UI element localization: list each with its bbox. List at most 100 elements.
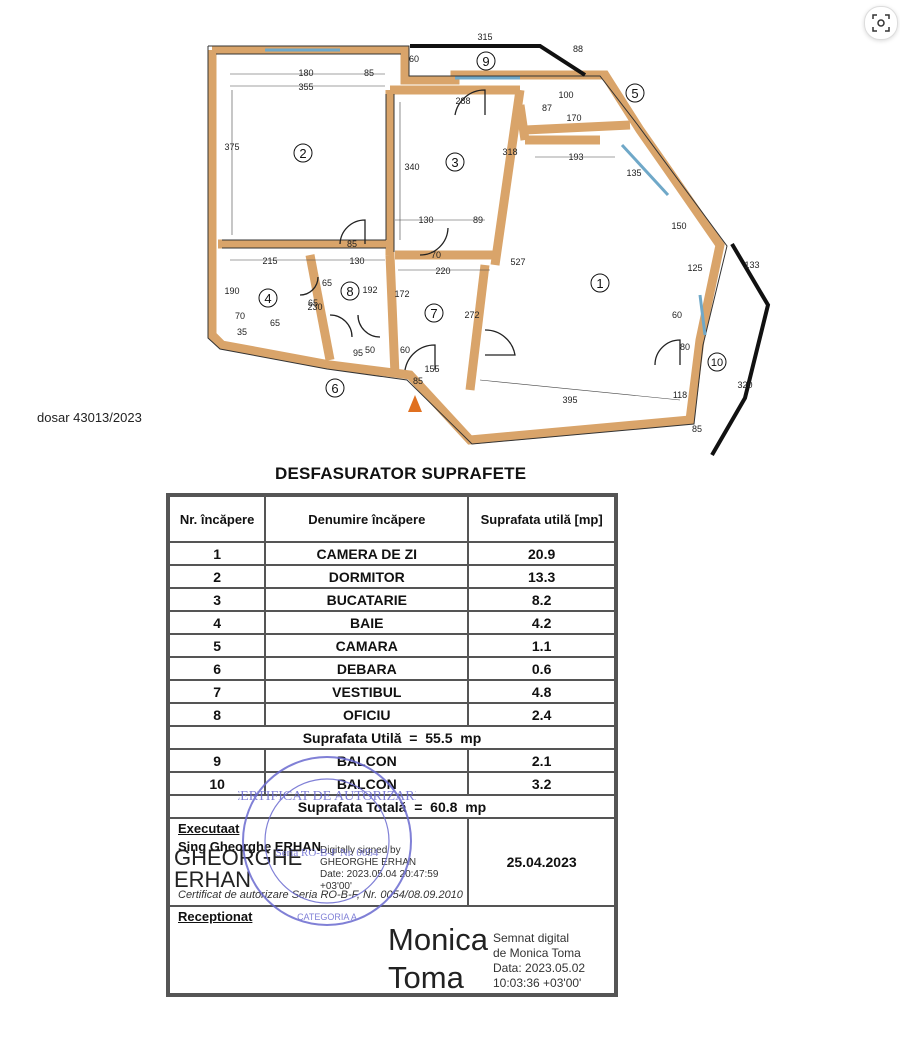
- plan-room-labels: 1 2 3 4 5 6 7 8 9 10: [258, 51, 727, 398]
- dimension-label: 85: [413, 376, 423, 386]
- plan-dimension-lines: [230, 73, 681, 401]
- dimension-label: 133: [744, 260, 759, 270]
- digital-signature-2-line: Semnat digital: [493, 931, 570, 945]
- dimension-label: 527: [510, 257, 525, 267]
- room-10-label: 10: [711, 357, 723, 369]
- row-name: DORMITOR: [264, 564, 470, 589]
- dimension-label: 172: [394, 289, 409, 299]
- total-row: Suprafata Totală = 60.8 mp: [167, 794, 617, 819]
- dimension-label: 230: [307, 302, 322, 312]
- row-nr: 1: [166, 541, 267, 566]
- dimension-label: 288: [455, 96, 470, 106]
- row-nr: 5: [166, 633, 267, 658]
- room-8-label: 8: [346, 284, 353, 299]
- row-area: 2.4: [467, 702, 617, 727]
- signature-line-2: ERHAN: [174, 867, 252, 892]
- signature-line-1: GHEORGHE: [174, 845, 303, 870]
- header-room-name: Denumire încăpere: [264, 494, 470, 543]
- file-number: dosar 43013/2023: [37, 410, 142, 425]
- header-room-number: Nr. încăpere: [166, 494, 267, 543]
- total-text: Suprafata Totală = 60.8 mp: [167, 794, 617, 819]
- row-area: 0.6: [467, 656, 617, 681]
- table-header-row: Nr. încăpere Denumire încăpere Suprafata…: [166, 494, 617, 543]
- room-2-label: 2: [299, 146, 306, 161]
- plan-balcony-lines: [410, 44, 771, 457]
- row-nr: 4: [166, 610, 267, 635]
- room-7-label: 7: [430, 306, 437, 321]
- dimension-label: 85: [347, 239, 357, 249]
- dimension-label: 65: [322, 278, 332, 288]
- dimension-label: 215: [262, 256, 277, 266]
- plan-doors: [299, 89, 681, 371]
- dimension-label: 135: [626, 168, 641, 178]
- dimension-label: 80: [680, 342, 690, 352]
- plan-inner-lines: [207, 45, 728, 445]
- dimension-label: 35: [237, 327, 247, 337]
- stamp-category: CATEGORIA A: [297, 912, 357, 922]
- dimension-label: 95: [353, 348, 363, 358]
- row-nr: 3: [166, 587, 267, 612]
- digital-signature-2: Semnat digital de Monica Toma Data: 2023…: [493, 931, 585, 991]
- dimension-label: 318: [502, 147, 517, 157]
- certification-stamp: CERTIFICAT DE AUTORIZARE Seria RO-B-F Nr…: [238, 756, 416, 926]
- dimension-label: 60: [409, 54, 419, 64]
- certificate-line: Certificat de autorizare Seria RO-B-F, N…: [178, 889, 463, 901]
- row-name: CAMERA DE ZI: [264, 541, 470, 566]
- dimension-label: 70: [235, 311, 245, 321]
- dimension-label: 150: [671, 221, 686, 231]
- dimension-label: 70: [431, 250, 441, 260]
- stamp-text: CERTIFICAT DE AUTORIZARE: [238, 789, 416, 804]
- row-area: 1.1: [467, 633, 617, 658]
- stamp-serial: Seria RO-B-F Nr. 0054: [276, 847, 379, 859]
- dimension-label: 87: [542, 103, 552, 113]
- row-name: DEBARA: [264, 656, 470, 681]
- surface-table: Nr. încăpere Denumire încăpere Suprafata…: [166, 493, 618, 997]
- dimension-label: 88: [573, 44, 583, 54]
- room-5-label: 5: [631, 86, 638, 101]
- row-name: VESTIBUL: [264, 679, 470, 704]
- dimension-label: 65: [270, 318, 280, 328]
- row-name: BAIE: [264, 610, 470, 635]
- digital-signature-2-line: Data: 2023.05.02: [493, 961, 586, 975]
- table-title: DESFASURATOR SUPRAFETE: [275, 464, 527, 483]
- received-label: Receptionat: [178, 909, 253, 924]
- dimension-label: 85: [692, 424, 702, 434]
- dimension-label: 315: [477, 32, 492, 42]
- dimension-label: 170: [566, 113, 581, 123]
- row-area: 20.9: [467, 541, 617, 566]
- plan-walls: [207, 45, 725, 445]
- dimension-label: 118: [673, 390, 687, 400]
- row-name: BALCON: [264, 771, 470, 796]
- executed-label: Executaat: [178, 821, 240, 836]
- subtotal-text: Suprafata Utilă = 55.5 mp: [167, 725, 617, 750]
- row-nr: 10: [166, 771, 267, 796]
- dimension-label: 220: [435, 266, 450, 276]
- dimension-label: 272: [464, 310, 479, 320]
- digital-signature-2-line: 10:03:36 +03'00': [493, 976, 582, 990]
- row-nr: 9: [166, 748, 267, 773]
- row-area: 2.1: [467, 748, 617, 773]
- dimension-label: 190: [224, 286, 239, 296]
- row-name: CAMARA: [264, 633, 470, 658]
- digital-signature-2-line: de Monica Toma: [493, 946, 581, 960]
- room-4-label: 4: [264, 291, 271, 306]
- dimension-label: 320: [737, 380, 752, 390]
- lens-search-button[interactable]: [864, 6, 898, 40]
- north-marker: [408, 395, 422, 412]
- row-name: BUCATARIE: [264, 587, 470, 612]
- row-name: OFICIU: [264, 702, 470, 727]
- room-9-label: 9: [482, 54, 489, 69]
- dimension-label: 125: [687, 263, 702, 273]
- row-nr: 7: [166, 679, 267, 704]
- dimension-label: 50: [365, 345, 375, 355]
- subtotal-row: Suprafata Utilă = 55.5 mp: [167, 725, 617, 750]
